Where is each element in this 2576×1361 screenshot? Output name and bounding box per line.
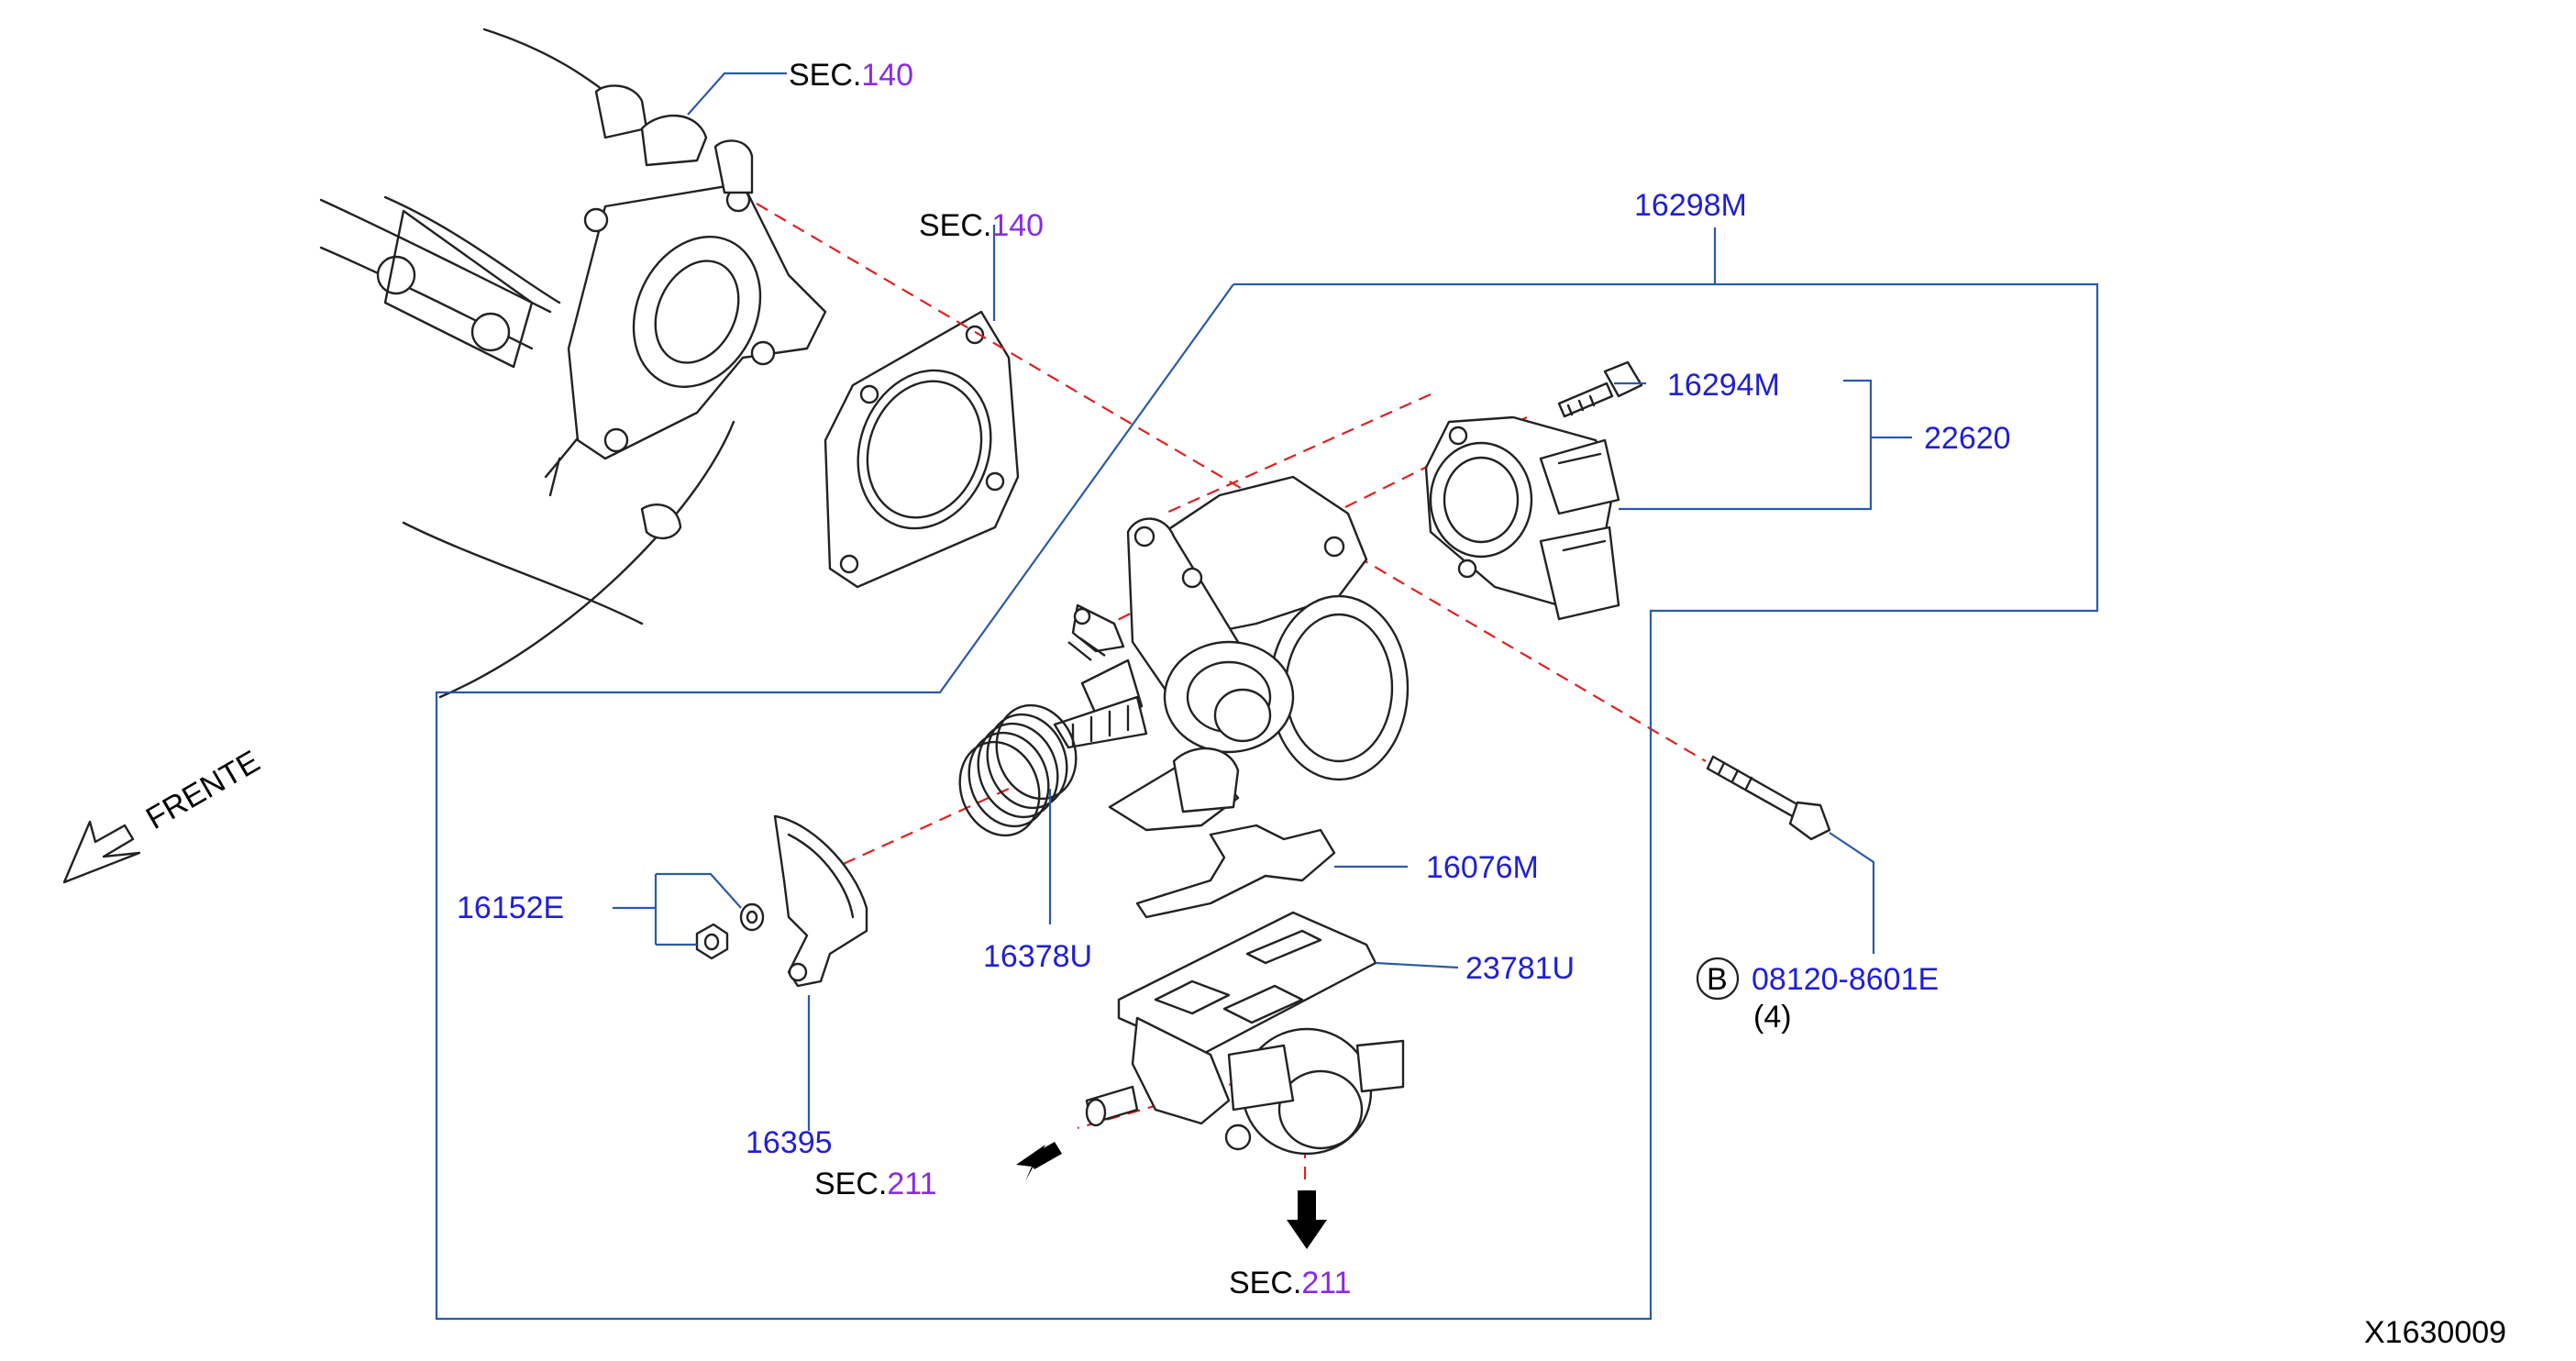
lever-16395-illustration	[773, 814, 868, 988]
nut-washer-16152E-illustration	[695, 902, 765, 960]
part-number-16395[interactable]: 16395	[746, 1125, 833, 1160]
throttle-chamber-23781U-illustration	[1085, 911, 1405, 1156]
assembly-16298M-boundary	[435, 282, 2099, 1321]
sec-211-left-label: SEC.211	[814, 1167, 937, 1201]
gasket-illustration	[824, 310, 1020, 589]
part-number-22620[interactable]: 22620	[1924, 421, 2011, 456]
b-marker-icon	[1696, 957, 1740, 1001]
sec-140-gasket-label: SEC.140	[919, 208, 1044, 243]
intake-manifold-illustration	[319, 28, 827, 699]
part-number-16378U[interactable]: 16378U	[983, 939, 1092, 974]
part-number-16294M[interactable]: 16294M	[1667, 368, 1780, 403]
part-number-16076M[interactable]: 16076M	[1426, 850, 1539, 885]
black-arrow-down-icon	[1287, 1190, 1327, 1249]
part-number-08120-8601E[interactable]: 08120-8601E	[1752, 962, 1939, 997]
part-quantity: (4)	[1753, 1000, 1792, 1035]
b-marker-label: B	[1707, 962, 1728, 997]
black-arrow-left-icon	[1016, 1142, 1062, 1181]
spring-16378U-illustration	[958, 703, 1078, 837]
diagram-id: X1630009	[2364, 1315, 2506, 1350]
front-direction-label: FRENTE	[140, 744, 266, 836]
part-number-16152E[interactable]: 16152E	[457, 891, 564, 925]
sec-211-bottom-label: SEC.211	[1229, 1266, 1352, 1300]
sec-140-top-label: SEC.140	[789, 58, 913, 93]
throttle-sensor-illustration	[1424, 415, 1620, 621]
bolt-16294M-illustration	[1557, 360, 1643, 418]
throttle-body-illustration	[1053, 475, 1410, 832]
part-08120-callout[interactable]: B 08120-8601E (4)	[1696, 957, 1939, 1035]
front-arrow-icon	[62, 820, 141, 884]
gasket-16076M-illustration	[1135, 824, 1336, 919]
part-number-16298M[interactable]: 16298M	[1634, 188, 1747, 223]
bolt-08120-illustration	[1706, 755, 1831, 841]
leader-lines	[613, 72, 1912, 1131]
front-direction-indicator: FRENTE	[62, 744, 266, 884]
part-number-23781U[interactable]: 23781U	[1465, 951, 1575, 986]
